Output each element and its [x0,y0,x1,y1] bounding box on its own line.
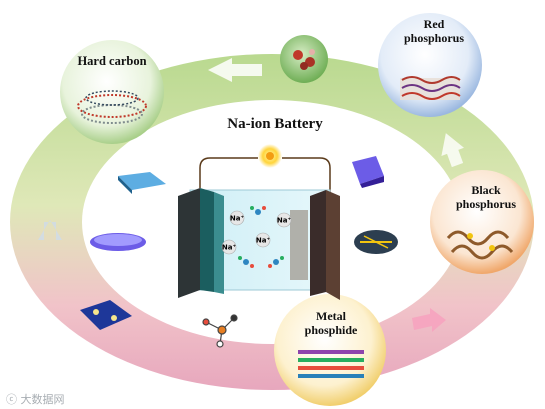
nanorod-disk-icon [354,230,398,254]
ion-label: Na⁺ [277,217,292,225]
red-phosphorus-label-line1: Red [423,17,445,31]
cycle-arrow-bottom-right-icon [412,308,446,332]
watermark: ⓒ 大数据网 [6,393,65,406]
battery-illustration: Na⁺ Na⁺ Na⁺ Na⁺ [178,144,340,300]
metal-phosphide-label-line2: phosphide [304,322,358,337]
layered-crystal-icon [118,172,166,194]
metal-phosphide-structure-icon [298,350,364,378]
ion-label: Na⁺ [222,244,237,252]
black-phosphorus-label: Black phosphorus [436,183,536,212]
cycle-arrow-right-up-icon [441,133,464,168]
anode-plate [178,188,200,298]
hard-carbon-structure-icon [77,90,147,124]
red-phosphorus-bubble [378,13,482,117]
porous-sheet-icon [90,233,146,251]
hard-carbon-label: Hard carbon [77,54,147,68]
red-phosphorus-label-line2: phosphorus [403,30,465,45]
cycle-arrow-top-icon [208,58,262,82]
diagram-title: Na-ion Battery [227,116,323,132]
black-phosphorus-structure-icon [446,230,514,260]
red-phosphorus-label: Red phosphorus [384,17,484,46]
small-nanoparticle-bubble [280,35,328,83]
red-phosphorus-structure-icon [400,76,461,100]
cathode-plate [310,190,326,296]
molecule-icon [202,314,238,348]
metal-phosphide-label: Metal phosphide [276,309,386,338]
metal-phosphide-bubble [274,294,386,406]
hard-carbon-bubble [60,40,164,144]
ion-markers: Na⁺ Na⁺ Na⁺ Na⁺ [221,210,292,255]
purple-crystal-icon [352,156,384,188]
ion-label: Na⁺ [230,215,245,223]
black-phosphorus-bubble [430,170,534,274]
salt-molecule-icon [238,206,284,268]
ion-label: Na⁺ [256,237,271,245]
cycle-arrow-left-down-icon [38,220,62,240]
blue-cluster-icon [80,300,132,330]
black-phosphorus-label-line1: Black [471,183,501,197]
metal-phosphide-label-line1: Metal [316,309,346,323]
black-phosphorus-label-line2: phosphorus [455,196,517,211]
